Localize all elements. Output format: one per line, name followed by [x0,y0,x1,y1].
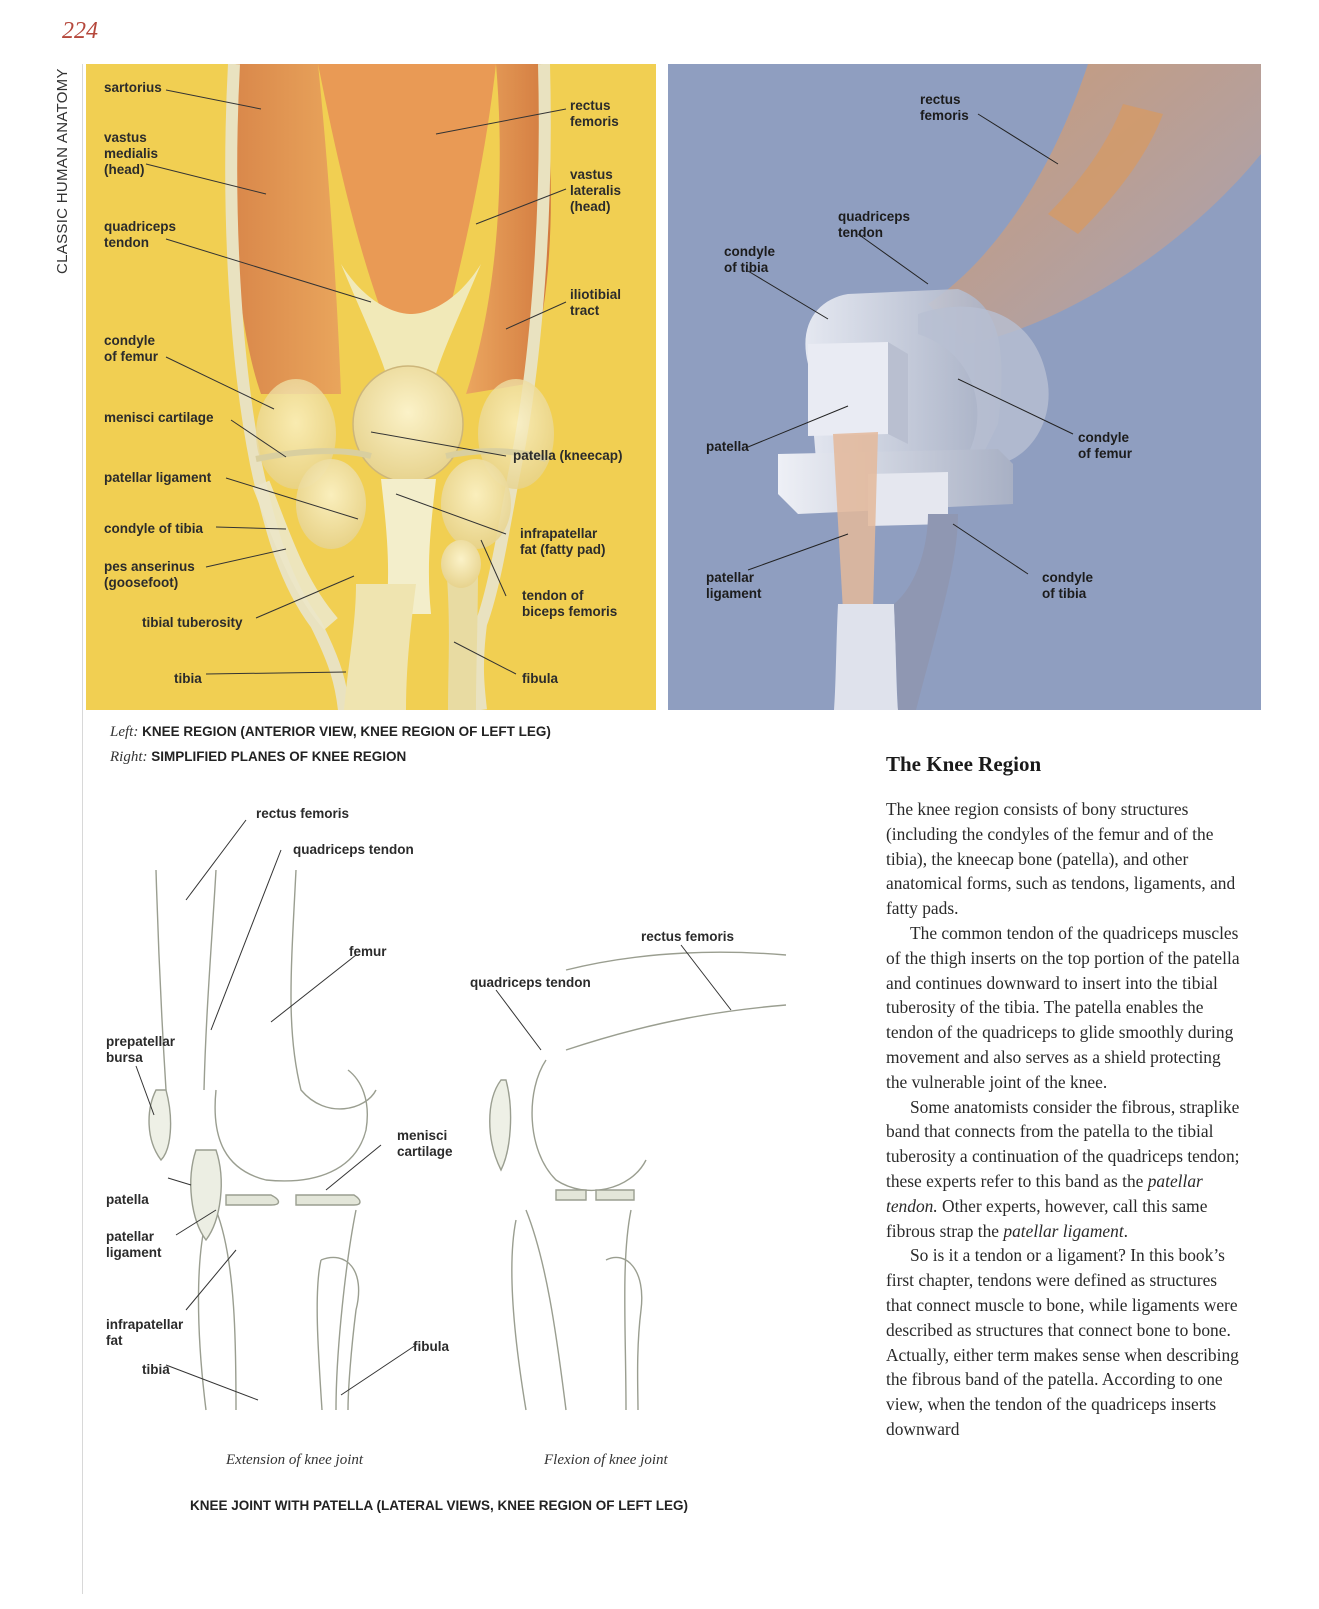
label-fibula: fibula [522,671,558,686]
page-number: 224 [62,18,98,44]
sketch-label-prepatellar-bursa: prepatellar bursa [106,1034,176,1065]
label-vastus-medialis: vastus medialis (head) [104,130,159,177]
label-condyle-of-tibia: condyle of tibia [104,521,204,536]
label-infrapatellar-fat: infrapatellar fat (fatty pad) [520,526,606,557]
sketch-label-menisci-cartilage: menisci cartilage [397,1128,453,1159]
planes-label-condyle-of-tibia-top: condyle of tibia [724,244,776,275]
planes-label-patella: patella [706,439,749,454]
margin-rule [82,64,83,1594]
figure-caption-lateral: KNEE JOINT WITH PATELLA (LATERAL VIEWS, … [190,1498,688,1513]
sketch-label-quadriceps-tendon: quadriceps tendon [293,842,414,857]
article-p3-text-b: Other experts, however, call this same f… [886,1195,1208,1241]
knee-planes-drawing [747,64,1261,710]
article-p3-term-ligament: patellar ligament [1003,1220,1124,1241]
label-tendon-biceps-femoris: tendon of biceps femoris [522,588,618,619]
caption-right-text: SIMPLIFIED PLANES OF KNEE REGION [151,749,407,764]
running-head-text: CLASSIC HUMAN ANATOMY [54,68,71,274]
label-vastus-lateralis: vastus lateralis (head) [570,167,622,214]
running-head: CLASSIC HUMAN ANATOMY [52,64,72,284]
article: The Knee Region The knee region consists… [886,752,1246,1442]
knee-lateral-drawing [135,819,787,1411]
knee-planes-illustration: rectus femoris quadriceps tendon condyle… [668,64,1261,710]
planes-label-rectus-femoris: rectus femoris [920,92,969,123]
label-quadriceps-tendon: quadriceps tendon [104,219,177,250]
caption-left: Left: KNEE REGION (ANTERIOR VIEW, KNEE R… [110,724,551,741]
label-patellar-ligament: patellar ligament [104,470,212,485]
caption-right: Right: SIMPLIFIED PLANES OF KNEE REGION [110,749,406,766]
article-paragraph-2: The common tendon of the quadriceps musc… [886,922,1240,1092]
caption-left-prefix: Left: [110,724,139,740]
knee-anterior-drawing [145,64,567,710]
sketch-label-flexion-quadriceps-tendon: quadriceps tendon [470,975,591,990]
article-paragraph-4: So is it a tendon or a ligament? In this… [886,1245,1239,1439]
label-sartorius: sartorius [104,80,162,95]
article-paragraph-3: Some anatomists consider the fibrous, st… [886,1095,1246,1244]
planes-label-condyle-of-tibia: condyle of tibia [1042,570,1094,601]
label-condyle-of-femur: condyle of femur [104,333,158,364]
article-paragraph-1: The knee region consists of bony structu… [886,799,1236,919]
sketch-label-femur: femur [349,944,387,959]
sketch-label-flexion-rectus-femoris: rectus femoris [641,929,735,944]
label-tibia: tibia [174,671,202,686]
subcaption-extension: Extension of knee joint [226,1452,364,1468]
caption-left-text: KNEE REGION (ANTERIOR VIEW, KNEE REGION … [142,724,551,739]
article-p3-text-c: . [1123,1220,1129,1241]
label-menisci-cartilage: menisci cartilage [104,410,214,425]
knee-anterior-illustration: sartorius rectus femoris vastus medialis… [86,64,656,710]
label-tibial-tuberosity: tibial tuberosity [142,615,243,630]
label-iliotibial-tract: iliotibial tract [570,287,622,318]
sketch-label-infrapatellar-fat: infrapatellar fat [106,1317,184,1348]
caption-right-prefix: Right: [110,749,148,765]
article-title: The Knee Region [886,752,1042,776]
sketch-label-fibula: fibula [413,1339,449,1354]
article-p3-text-a: Some anatomists consider the fibrous, st… [886,1096,1240,1191]
sketch-label-tibia: tibia [142,1362,170,1377]
label-rectus-femoris: rectus femoris [570,98,619,129]
planes-label-condyle-of-femur: condyle of femur [1078,430,1132,461]
label-patella: patella (kneecap) [513,448,623,463]
subcaption-flexion: Flexion of knee joint [544,1452,668,1468]
planes-label-quadriceps-tendon: quadriceps tendon [838,209,911,240]
knee-lateral-sketches: rectus femoris quadriceps tendon femur p… [86,790,806,1510]
sketch-label-patellar-ligament: patellar ligament [106,1229,162,1260]
article-p3-term-tendon: patellar tendon. [886,1170,1203,1216]
sketch-label-patella: patella [106,1192,149,1207]
label-pes-anserinus: pes anserinus (goosefoot) [104,559,195,590]
sketch-label-rectus-femoris: rectus femoris [256,806,350,821]
planes-label-patellar-ligament: patellar ligament [706,570,762,601]
